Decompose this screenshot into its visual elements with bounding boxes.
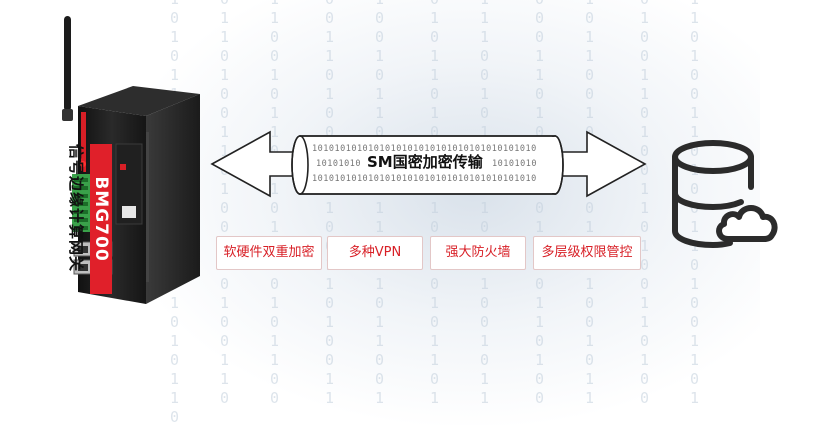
tunnel-title: SM国密加密传输: [365, 151, 485, 172]
database-cloud-icon: [672, 140, 778, 248]
device-name: 信号边缘计算网关: [67, 144, 85, 273]
binary-row-3: 10101010: [492, 159, 537, 169]
feature-badge-firewall: 强大防火墙: [430, 236, 526, 270]
binary-row-2: 10101010: [316, 159, 361, 169]
antenna: [64, 16, 71, 111]
feature-badge-permission: 多层级权限管控: [533, 236, 641, 270]
feature-badge-dual-encryption: 软硬件双重加密: [216, 236, 322, 270]
device-model: BMG700: [90, 144, 112, 294]
binary-row-1: 1010101010101010101010101010101010101010: [312, 144, 537, 154]
feature-badge-vpn: 多种VPN: [327, 236, 423, 270]
device-label: BMG700 信号边缘计算网关: [64, 144, 124, 304]
binary-row-4: 1010101010101010101010101010101010101010: [312, 174, 537, 184]
background-glow: [120, 0, 760, 425]
gateway-device: BMG700 信号边缘计算网关: [58, 14, 208, 314]
